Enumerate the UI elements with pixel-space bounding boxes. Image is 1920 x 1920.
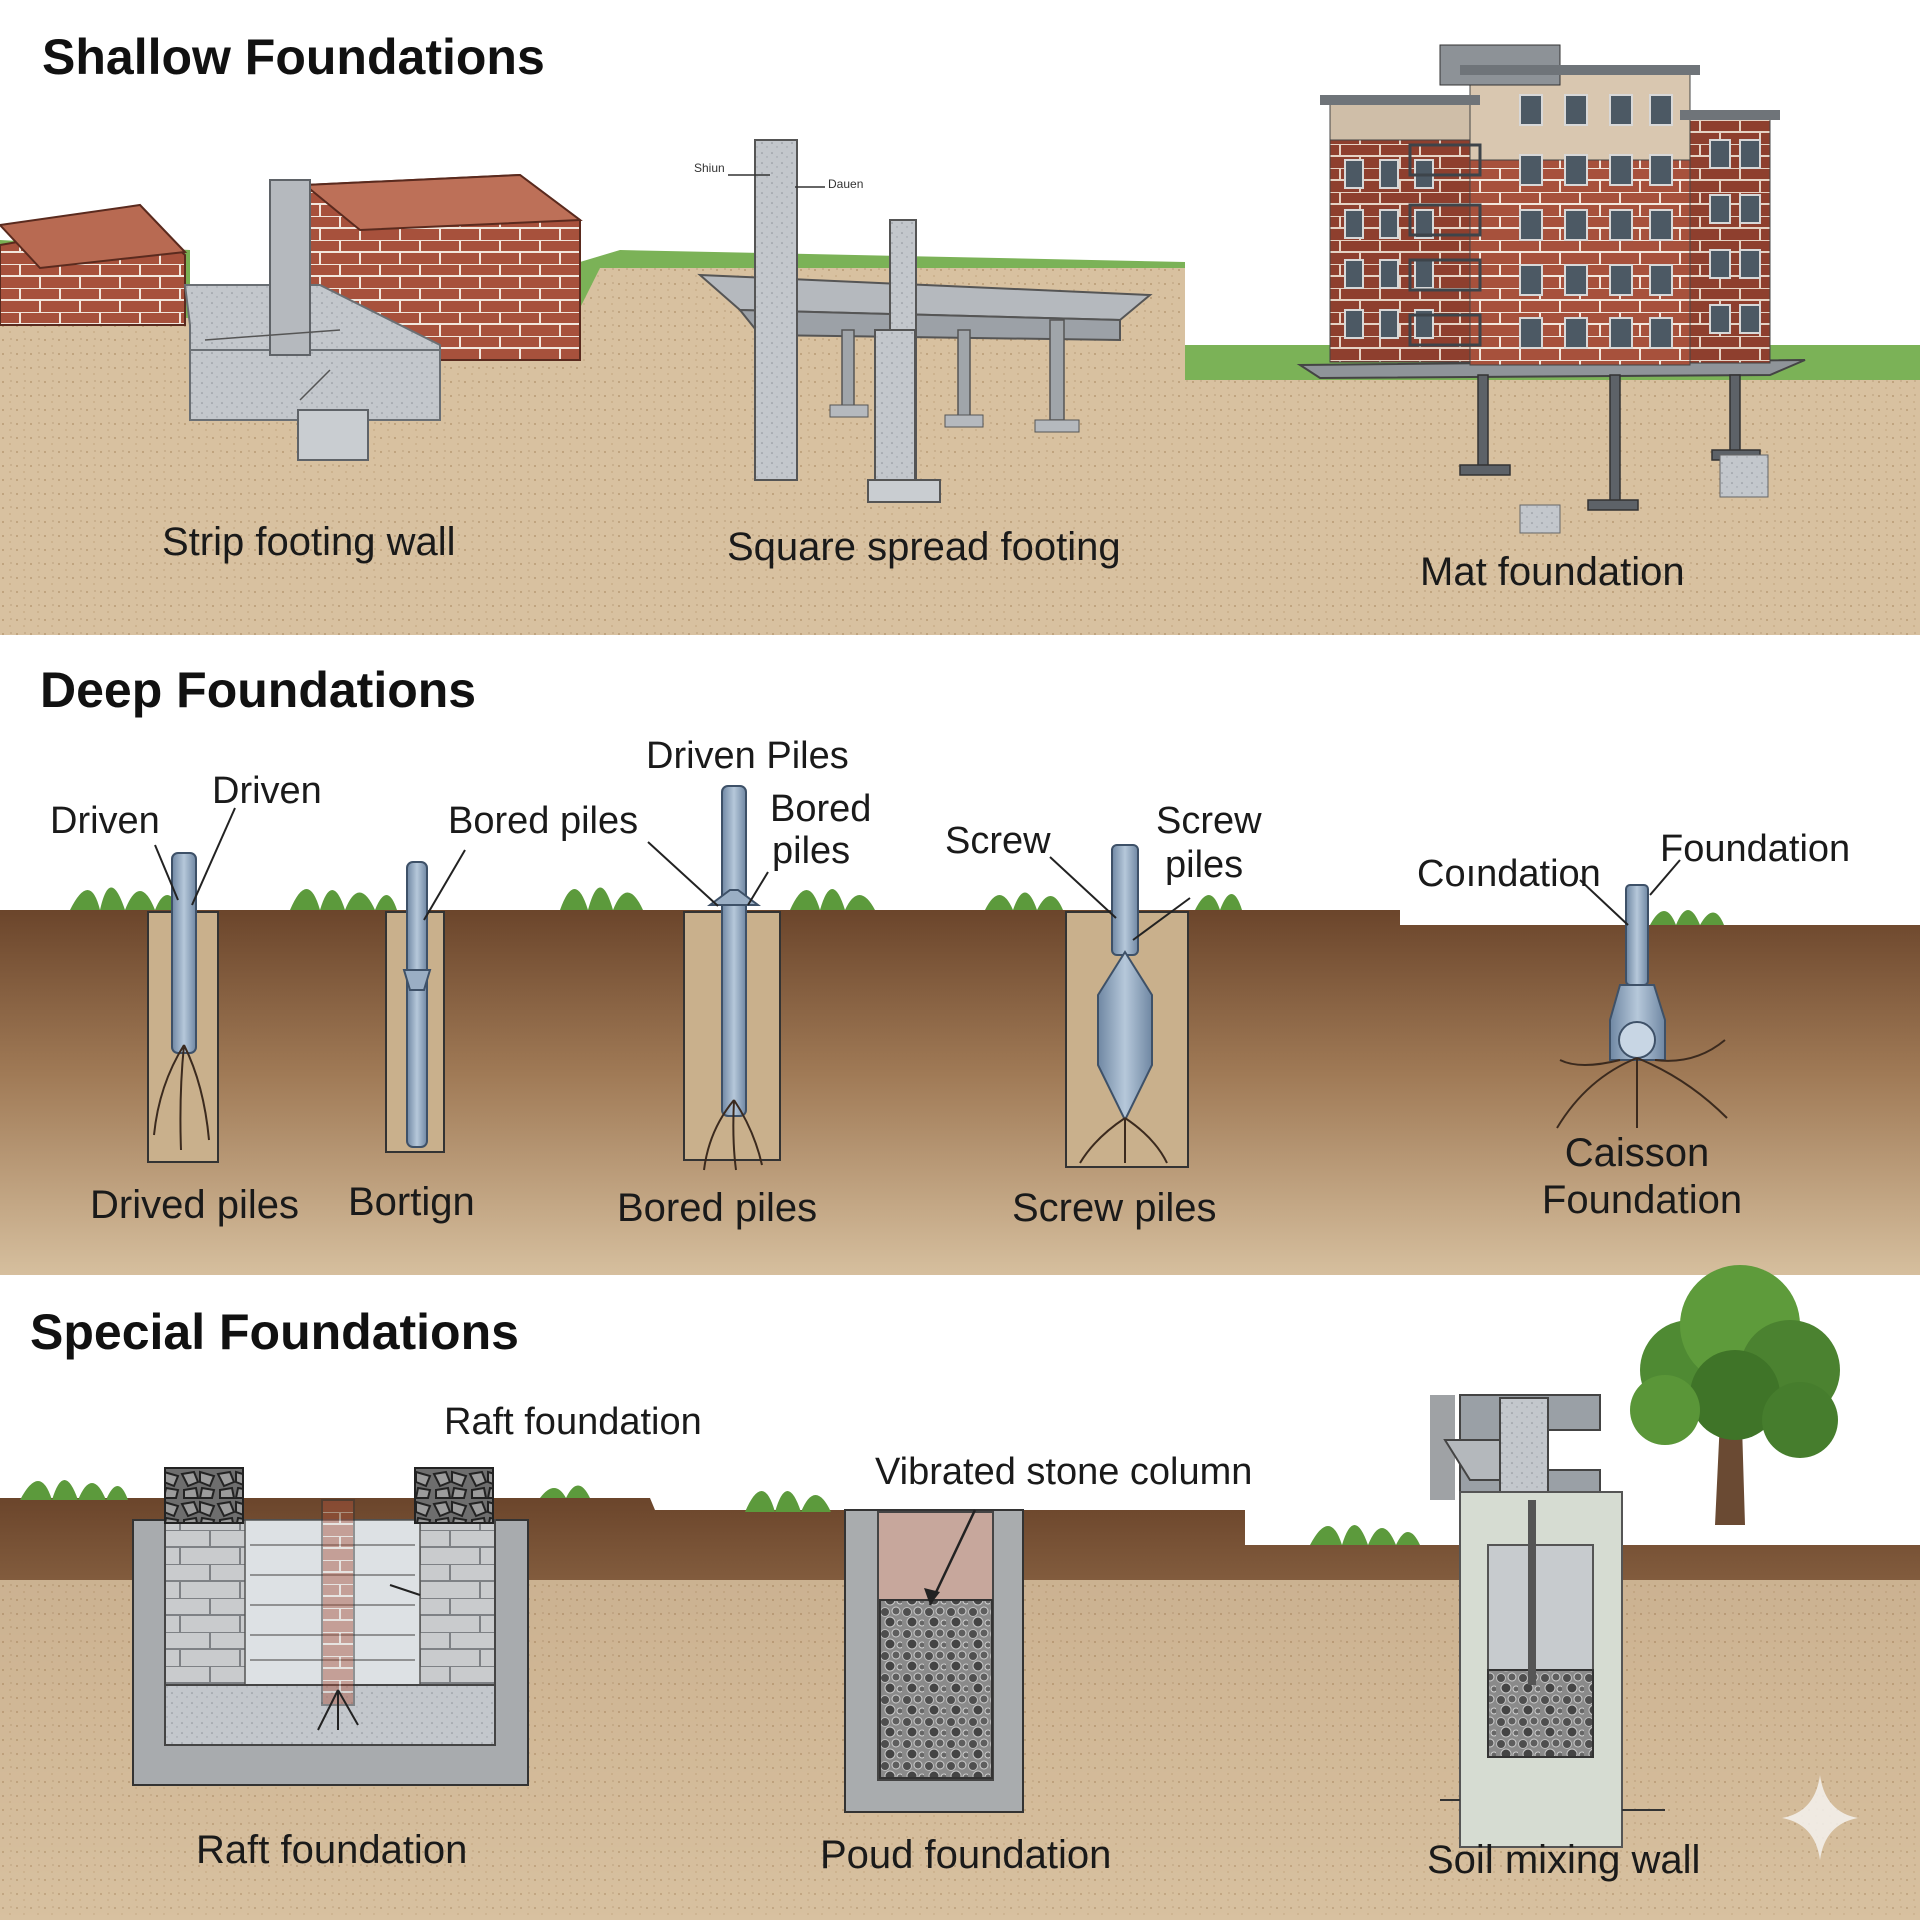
drived-piles-caption: Drived piles: [90, 1183, 299, 1227]
soil-mixing-wall-illustration: [1430, 1394, 1665, 1848]
shallow-foundations-heading: Shallow Foundations: [42, 29, 545, 85]
bored-piles-caption: Bored piles: [617, 1186, 818, 1230]
screw-callout-a: Screw: [945, 820, 1051, 862]
coindation-callout: Coındation: [1417, 853, 1601, 895]
tree-icon: [1630, 1265, 1840, 1525]
building-icon: [1296, 44, 1806, 534]
sparkle-icon: [1782, 1775, 1858, 1860]
stone-column-illustration: [844, 1509, 1024, 1813]
driven-pile-illustration: [147, 852, 219, 1163]
caisson-foundation-illustration: [1556, 884, 1728, 1129]
driven-piles-callout: Driven Piles: [646, 735, 849, 777]
bored-callout-line2: piles: [772, 830, 851, 872]
poud-foundation-caption: Poud foundation: [820, 1833, 1112, 1877]
bored-pile-illustration: [683, 785, 781, 1171]
special-section-art: [0, 1265, 1920, 1920]
driven-callout-b: Driven: [212, 770, 322, 812]
raft-foundation-illustration: [132, 1467, 529, 1786]
caisson-caption-line1: Caisson: [1564, 1131, 1710, 1175]
deep-foundations-heading: Deep Foundations: [40, 662, 477, 718]
spread-footing-illustration: [697, 139, 1153, 503]
deep-section-art: [0, 635, 1920, 1275]
soil-mixing-wall-caption: Soil mixing wall: [1427, 1838, 1701, 1882]
raft-foundation-callout: Raft foundation: [444, 1401, 702, 1443]
bored-piles-callout: Bored piles: [448, 800, 639, 842]
bortign-pile-illustration: [385, 861, 445, 1153]
strip-footing-illustration: [0, 173, 583, 461]
special-foundations-heading: Special Foundations: [30, 1304, 519, 1360]
screw-piles-caption: Screw piles: [1012, 1186, 1217, 1230]
mat-foundation-caption: Mat foundation: [1420, 550, 1685, 594]
strip-footing-caption: Strip footing wall: [162, 520, 456, 564]
screw-callout-b-line2: piles: [1165, 844, 1244, 886]
screw-pile-illustration: [1065, 844, 1189, 1168]
caisson-caption-line2: Foundation: [1541, 1178, 1743, 1222]
shallow-section-art: [0, 44, 1920, 635]
bored-callout-line1: Bored: [770, 788, 872, 830]
tiny-label-right: Dauen: [828, 177, 864, 191]
vibrated-stone-column-callout: Vibrated stone column: [875, 1451, 1253, 1493]
driven-callout-a: Driven: [50, 800, 160, 842]
raft-foundation-caption: Raft foundation: [196, 1828, 468, 1872]
foundation-callout: Foundation: [1660, 828, 1851, 870]
screw-callout-b-line1: Screw: [1156, 800, 1262, 842]
tiny-label-left: Shiun: [694, 161, 725, 175]
bortign-caption: Bortign: [348, 1180, 475, 1224]
spread-footing-caption: Square spread footing: [727, 525, 1121, 569]
